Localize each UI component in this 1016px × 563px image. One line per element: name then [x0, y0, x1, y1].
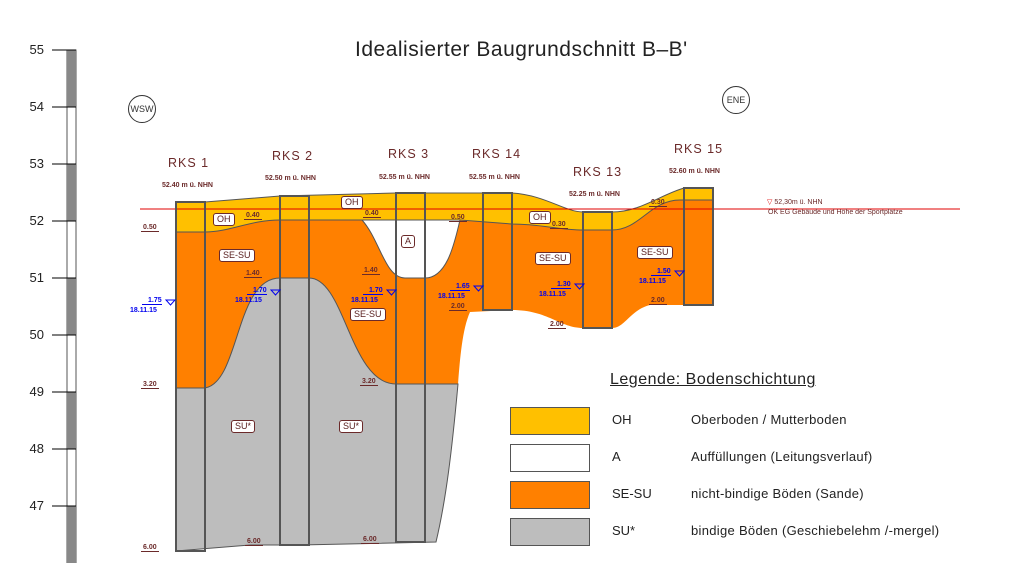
column-rks3: [395, 192, 426, 543]
depth-label: 0.30: [550, 221, 568, 229]
legend-description: Oberboden / Mutterboden: [691, 412, 847, 427]
axis-tick-label: 47: [29, 498, 44, 513]
water-level-icon: [164, 299, 177, 306]
water-level-icon: [269, 289, 282, 296]
axis-tick-label: 53: [29, 156, 44, 171]
borehole-name: RKS 1: [168, 156, 210, 170]
borehole-name: RKS 2: [272, 149, 314, 163]
legend-code: SE-SU: [612, 486, 652, 501]
depth-label: 1.40: [362, 267, 380, 275]
axis-tick-label: 51: [29, 270, 44, 285]
depth-label: 6.00: [141, 544, 159, 552]
soil-tag: SE-SU: [535, 252, 571, 265]
borehole-name: RKS 13: [573, 165, 623, 179]
borehole-elevation: 52.25 m ü. NHN: [569, 191, 620, 198]
water-level-depth: 1.50: [651, 268, 671, 276]
legend-swatch: [510, 444, 590, 472]
water-level-icon: [673, 270, 686, 277]
elevation-scale: [52, 49, 77, 563]
axis-tick-label: 48: [29, 441, 44, 456]
water-level-depth: 1.70: [247, 287, 267, 295]
page-title: Idealisierter Baugrundschnitt B–B': [355, 38, 688, 61]
column-rks14: [482, 192, 513, 311]
water-level-date: 18.11.15: [539, 291, 566, 298]
axis-tick-label: 55: [29, 42, 44, 57]
legend-code: SU*: [612, 523, 636, 538]
soil-tag: A: [401, 235, 416, 248]
borehole-name: RKS 3: [388, 147, 430, 161]
axis-tick-label: 49: [29, 384, 44, 399]
legend-code: OH: [612, 412, 632, 427]
borehole-name: RKS 14: [472, 147, 522, 161]
column-rks13: [582, 211, 613, 329]
borehole-name: RKS 15: [674, 142, 724, 156]
depth-label: 0.50: [449, 214, 467, 222]
legend-description: Auffüllungen (Leitungsverlauf): [691, 449, 873, 464]
soil-tag: SE-SU: [219, 249, 255, 262]
water-level-icons: [164, 270, 686, 306]
water-level-depth: 1.30: [551, 281, 571, 289]
water-level-date: 18.11.15: [639, 278, 666, 285]
depth-label: 0.50: [141, 224, 159, 232]
axis-tick-label: 50: [29, 327, 44, 342]
soil-tag: SE-SU: [637, 246, 673, 259]
depth-label: 0.40: [244, 212, 262, 220]
reference-note: OK EG Gebäude und Höhe der Sportplätze: [768, 209, 903, 216]
axis-tick-label: 52: [29, 213, 44, 228]
legend-title: Legende: Bodenschichtung: [610, 371, 816, 388]
depth-label: 6.00: [245, 538, 263, 546]
water-level-icon: [573, 283, 586, 290]
legend-swatch: [510, 481, 590, 509]
legend-description: bindige Böden (Geschiebelehm /-mergel): [691, 523, 940, 538]
legend-swatch: [510, 518, 590, 546]
depth-label: 2.00: [449, 303, 467, 311]
soil-tag: SU*: [231, 420, 256, 433]
water-level-depth: 1.75: [142, 297, 162, 305]
water-level-depth: 1.70: [363, 287, 383, 295]
water-level-icon: [385, 289, 398, 296]
water-level-date: 18.11.15: [130, 307, 157, 314]
axis-tick-label: 54: [29, 99, 44, 114]
compass-wsw: WSW: [128, 95, 156, 123]
borehole-elevation: 52.50 m ü. NHN: [265, 175, 316, 182]
soil-tag: OH: [341, 196, 363, 209]
soil-tag: SU*: [339, 420, 364, 433]
depth-label: 2.00: [548, 321, 566, 329]
borehole-columns: [175, 187, 714, 552]
water-level-icon: [472, 285, 485, 292]
reference-triangle-icon: ▽: [767, 199, 773, 206]
soil-tag: OH: [213, 213, 235, 226]
water-level-date: 18.11.15: [351, 297, 378, 304]
depth-label: 3.20: [141, 381, 159, 389]
column-rks15: [683, 187, 714, 306]
depth-label: 2.00: [649, 297, 667, 305]
reference-elevation: 52,30m ü. NHN: [774, 199, 823, 206]
borehole-elevation: 52.55 m ü. NHN: [379, 174, 430, 181]
depth-label: 0.30: [649, 199, 667, 207]
depth-label: 1.40: [244, 270, 262, 278]
column-rks2: [279, 195, 310, 546]
legend-code: A: [612, 449, 621, 464]
depth-label: 0.40: [363, 210, 381, 218]
legend-description: nicht-bindige Böden (Sande): [691, 486, 864, 501]
water-level-date: 18.11.15: [438, 293, 465, 300]
compass-ene: ENE: [722, 86, 750, 114]
depth-label: 3.20: [360, 378, 378, 386]
water-level-date: 18.11.15: [235, 297, 262, 304]
reference-label: ▽ 52,30m ü. NHN: [767, 198, 823, 206]
soil-tag: SE-SU: [350, 308, 386, 321]
water-level-depth: 1.65: [450, 283, 470, 291]
depth-label: 6.00: [361, 536, 379, 544]
borehole-elevation: 52.55 m ü. NHN: [469, 174, 520, 181]
borehole-elevation: 52.60 m ü. NHN: [669, 168, 720, 175]
layer-su-star: [175, 277, 459, 552]
borehole-elevation: 52.40 m ü. NHN: [162, 182, 213, 189]
soil-tag: OH: [529, 211, 551, 224]
legend-swatch: [510, 407, 590, 435]
column-rks1: [175, 201, 206, 552]
